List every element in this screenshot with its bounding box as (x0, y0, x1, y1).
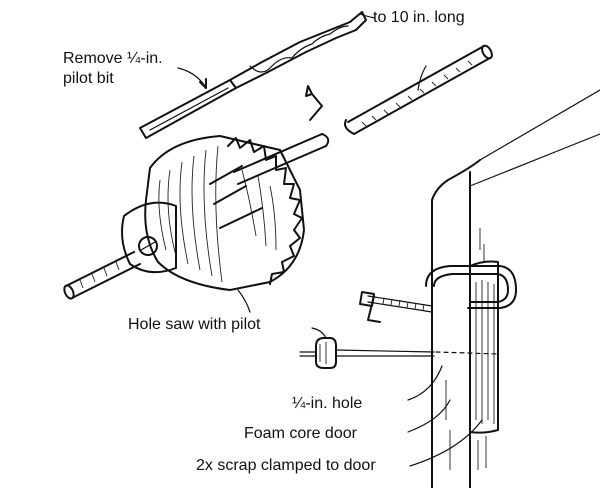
hole-label: ¼-in. hole (292, 395, 363, 412)
hole-saw-label: Hole saw with pilot (128, 316, 261, 333)
pilot-bit-arrow (177, 67, 206, 87)
removal-arrow (305, 85, 323, 121)
hole-leader (407, 365, 443, 401)
pilot-bit (139, 11, 367, 139)
pilot-bit-label-line1: Remove ¼-in. (63, 50, 163, 67)
pilot-bit-arrowhead (199, 78, 207, 89)
hole-saw-arrow (237, 289, 251, 313)
rod-arrow (417, 65, 427, 91)
door-label: Foam core door (244, 425, 357, 442)
pilot-bit-label-line2: pilot bit (63, 70, 114, 87)
drill-arrow (311, 327, 327, 339)
door-leader (407, 399, 451, 433)
scrap-leader (409, 419, 483, 467)
extension-rod (344, 44, 493, 135)
extension-arrow (359, 13, 376, 19)
scrap-label: 2x scrap clamped to door (196, 457, 376, 474)
door-assembly (359, 89, 600, 488)
drill-bit-small (299, 337, 435, 369)
extension-label: to 10 in. long (373, 9, 465, 26)
hole-saw (63, 133, 330, 300)
